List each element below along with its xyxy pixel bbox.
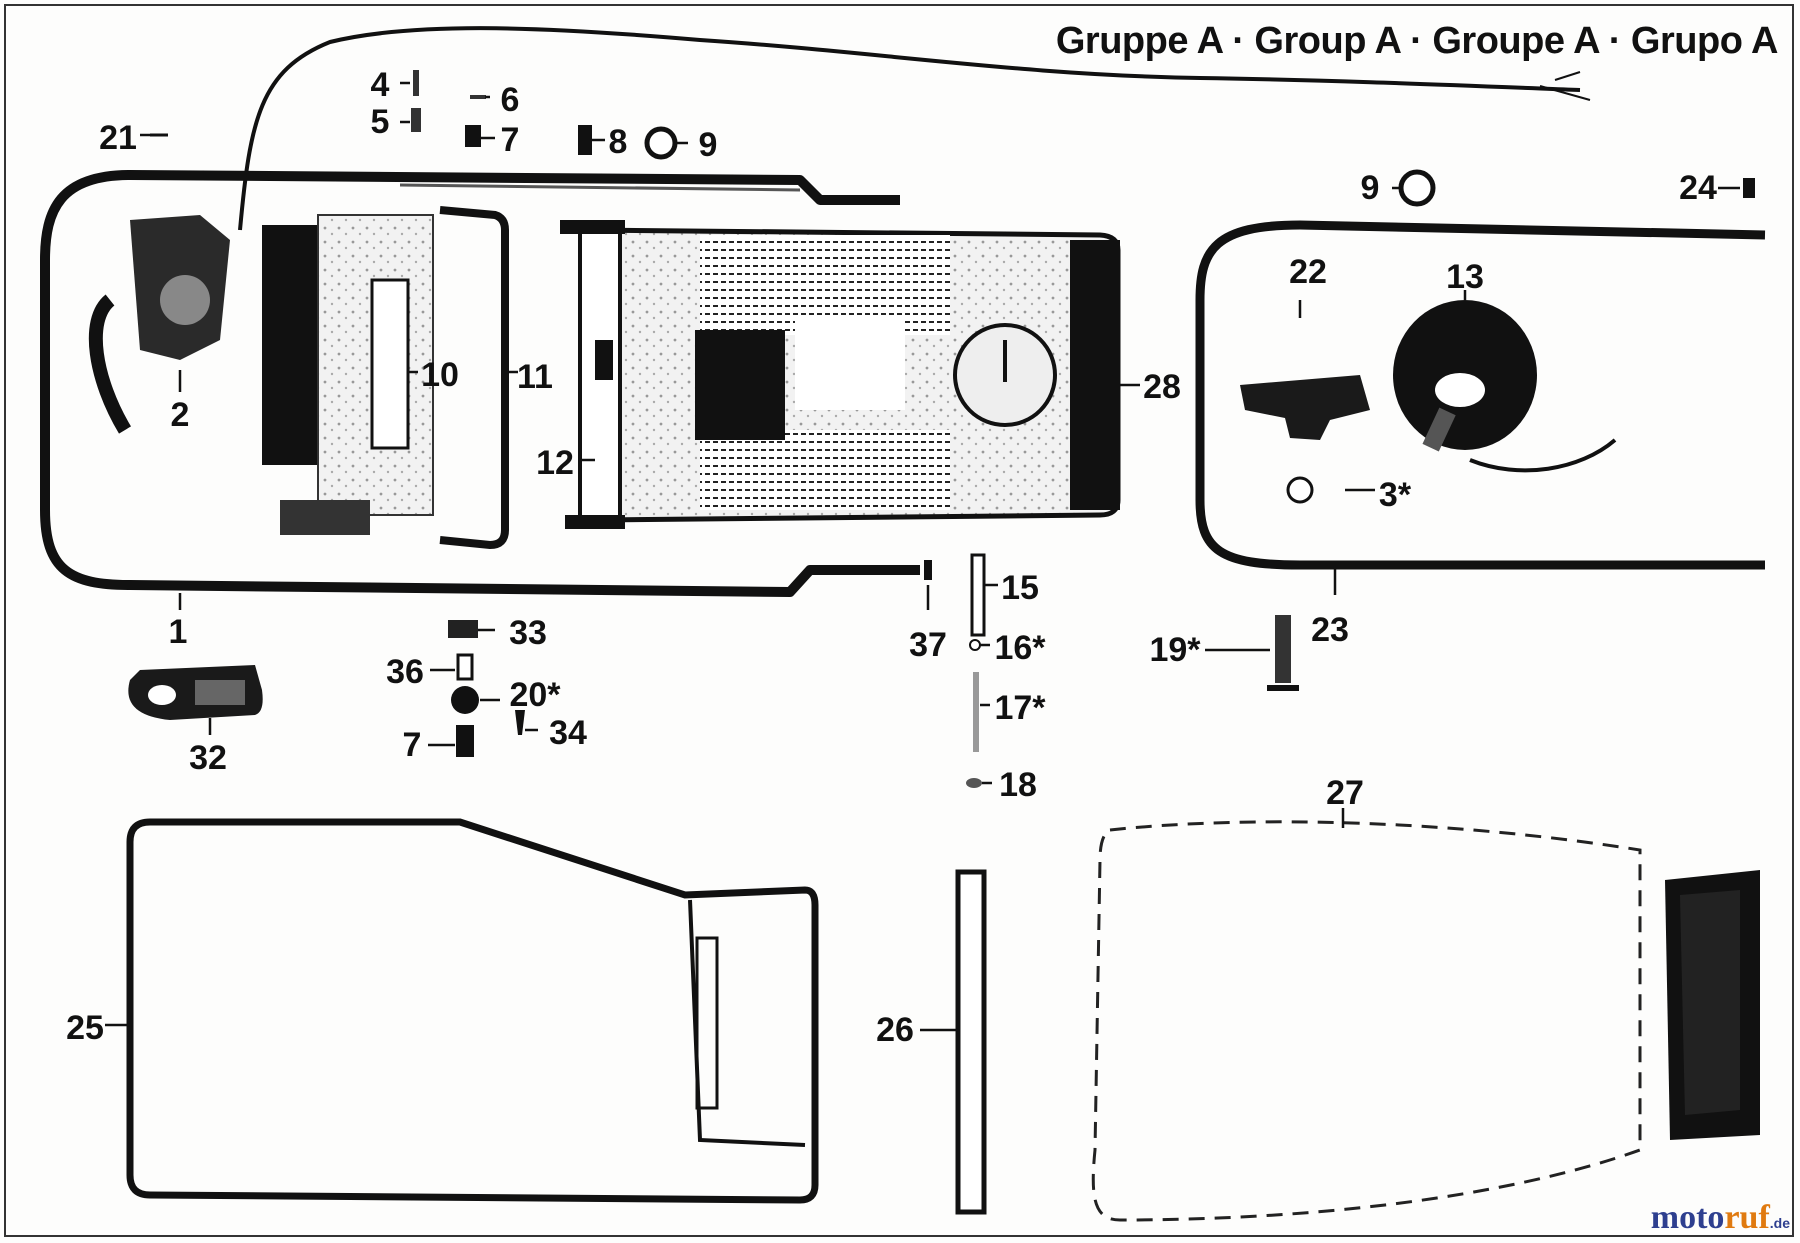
grass-bag-part-27 [1091, 820, 1760, 1222]
part-24-plug [1743, 178, 1755, 198]
callout-27: 27 [1326, 774, 1364, 812]
callout-7b: 7 [402, 726, 422, 764]
clamp-part-32 [128, 665, 263, 720]
callout-2: 2 [170, 396, 190, 434]
housing-part-12 [560, 220, 1121, 529]
power-cable [238, 26, 1581, 231]
callout-7a: 7 [500, 121, 520, 159]
screw-part-19 [1275, 615, 1291, 683]
callout-32: 32 [189, 739, 227, 777]
callout-37: 37 [909, 626, 947, 664]
callout-10: 10 [421, 356, 459, 394]
callout-33: 33 [509, 614, 547, 652]
callout-11: 11 [517, 358, 553, 396]
handle-part-1 [40, 170, 920, 597]
part-7-clip [465, 125, 481, 147]
callout-23: 23 [1311, 611, 1349, 649]
part-8-bolt [578, 125, 592, 155]
part-33 [448, 620, 478, 638]
callout-17: 17* [994, 689, 1046, 727]
callout-3: 3* [1378, 476, 1412, 514]
callout-26: 26 [876, 1011, 914, 1049]
part-5-sleeve [411, 108, 421, 132]
motor-part-2 [88, 215, 230, 434]
bracket-part-11 [439, 206, 509, 550]
callout-15: 15 [1001, 569, 1039, 607]
callout-34: 34 [549, 714, 587, 752]
cord-reel-part-13 [1393, 300, 1617, 473]
callout-12: 12 [536, 444, 574, 482]
part-34 [515, 710, 525, 735]
rear-handle-part-23 [1195, 220, 1766, 570]
part-15-shaft [970, 553, 986, 637]
grass-bag-frame-part-25 [126, 818, 819, 1204]
part-20 [451, 686, 479, 714]
callout-16: 16* [994, 629, 1046, 667]
motoruf-logo: motoruf.de [1651, 1199, 1790, 1237]
callout-13: 13 [1446, 258, 1484, 296]
part-18 [966, 778, 982, 788]
callout-9b: 9 [1360, 169, 1380, 207]
switch-box-part-10 [262, 214, 434, 535]
callout-28: 28 [1143, 368, 1181, 406]
bar-part-26 [955, 869, 987, 1215]
washer-part-3 [1286, 476, 1314, 504]
group-title: Gruppe A · Group A · Groupe A · Grupo A [1055, 20, 1779, 62]
knob-part-22 [1240, 375, 1370, 440]
part-6-pin [470, 95, 486, 99]
callout-36: 36 [386, 653, 424, 691]
callout-4: 4 [370, 66, 390, 104]
callout-20: 20* [509, 676, 561, 714]
logo-part-2: ruf [1724, 1199, 1770, 1236]
callout-5: 5 [370, 103, 390, 141]
leader-lines [105, 81, 1740, 1032]
callout-1: 1 [168, 613, 188, 651]
callout-9a: 9 [698, 126, 718, 164]
part-37 [924, 560, 932, 580]
diagram-border [4, 4, 1794, 1237]
callout-22: 22 [1289, 253, 1327, 291]
callout-8: 8 [608, 123, 628, 161]
logo-part-1: moto [1650, 1199, 1725, 1236]
part-16 [969, 639, 981, 651]
callout-6: 6 [500, 81, 520, 119]
callout-24: 24 [1679, 169, 1717, 207]
part-17 [973, 672, 979, 752]
part-9b-ring [1398, 169, 1436, 207]
part-7b [456, 725, 474, 757]
part-4-pin [413, 70, 419, 96]
logo-part-3: .de [1769, 1215, 1790, 1231]
callout-21: 21 [99, 119, 137, 157]
callout-18: 18 [999, 766, 1037, 804]
callout-19: 19* [1149, 631, 1201, 669]
part-9-ring [644, 126, 678, 160]
callout-25: 25 [66, 1009, 104, 1047]
part-36 [456, 653, 474, 681]
